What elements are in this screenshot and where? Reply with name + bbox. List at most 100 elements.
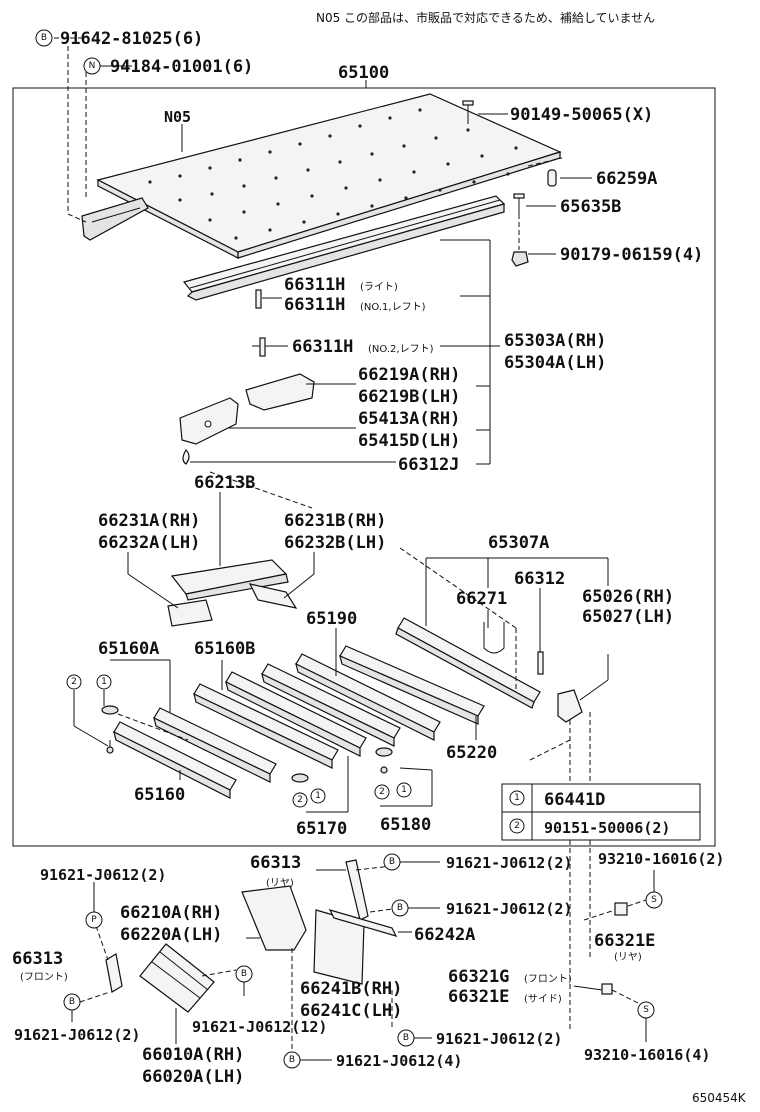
label-65160A: 65160A bbox=[98, 639, 159, 659]
sublabel-front-1: (フロント) bbox=[20, 972, 68, 983]
callout-symbols: B N 1 2 2 1 2 1 B B P B B B B S S bbox=[35, 29, 663, 1069]
label-66312J: 66312J bbox=[398, 455, 459, 475]
label-66241C: 66241C(LH) bbox=[300, 1001, 402, 1021]
leader-lines bbox=[54, 37, 655, 1061]
label-66219B: 66219B(LH) bbox=[358, 387, 460, 407]
label-66321E-side: 66321E bbox=[448, 987, 509, 1007]
splash-66010A bbox=[139, 943, 215, 1013]
side-rail bbox=[182, 195, 506, 301]
label-66220A: 66220A(LH) bbox=[120, 925, 222, 945]
gusset-66231B bbox=[248, 583, 298, 609]
svg-text:S: S bbox=[651, 895, 657, 905]
label-65413A: 65413A(RH) bbox=[358, 409, 460, 429]
svg-text:B: B bbox=[241, 969, 247, 979]
washer-65180 bbox=[375, 747, 393, 757]
label-66219A: 66219A(RH) bbox=[358, 365, 460, 385]
label-65026: 65026(RH) bbox=[582, 587, 674, 607]
label-66259A: 66259A bbox=[596, 169, 657, 189]
header-note: N05 この部品は、市販品で対応できるため、補給していません bbox=[316, 10, 655, 25]
legend-symbol-1: 1 bbox=[514, 793, 520, 803]
clip-66312J bbox=[182, 449, 190, 465]
plug-66321E bbox=[614, 902, 628, 916]
crossmember-65220 bbox=[339, 645, 485, 725]
main-assembly-number: 65100 bbox=[338, 63, 389, 83]
svg-text:B: B bbox=[403, 1033, 409, 1043]
label-66210A: 66210A(RH) bbox=[120, 903, 222, 923]
label-65180: 65180 bbox=[380, 815, 431, 835]
label-66020A: 66020A(LH) bbox=[142, 1067, 244, 1087]
svg-text:2: 2 bbox=[71, 677, 77, 687]
label-66232A: 66232A(LH) bbox=[98, 533, 200, 553]
sublabel-no2-left: (NO.2,レフト) bbox=[368, 344, 434, 355]
floor-panel bbox=[96, 93, 562, 259]
nut-90179 bbox=[511, 251, 529, 267]
sublabel-rear-1: (リヤ) bbox=[266, 878, 294, 889]
label-66232B: 66232B(LH) bbox=[284, 533, 386, 553]
legend-table: 1 2 66441D 90151-50006(2) bbox=[501, 783, 701, 841]
crossmember-65170 bbox=[225, 671, 367, 757]
label-65304A: 65304A(LH) bbox=[504, 353, 606, 373]
label-66313-rear: 66313 bbox=[250, 853, 301, 873]
label-65307A: 65307A bbox=[488, 533, 549, 553]
label-91621-left-upper: 91621-J0612(2) bbox=[40, 866, 166, 884]
label-93210-16016-4: 93210-16016(4) bbox=[584, 1046, 710, 1064]
label-65415D: 65415D(LH) bbox=[358, 431, 460, 451]
label-66010A: 66010A(RH) bbox=[142, 1045, 244, 1065]
front-rail-bracket bbox=[81, 197, 149, 241]
crossmember-65180 bbox=[295, 653, 441, 741]
svg-text:B: B bbox=[397, 903, 403, 913]
pin-66312 bbox=[537, 651, 544, 675]
rail-65307A bbox=[395, 617, 541, 709]
bolt-90151 bbox=[106, 746, 114, 754]
bracket-66219 bbox=[245, 373, 315, 411]
label-n05: N05 bbox=[164, 108, 191, 126]
label-90149-50065: 90149-50065(X) bbox=[510, 105, 653, 125]
svg-text:B: B bbox=[289, 1055, 295, 1065]
label-66313-front: 66313 bbox=[12, 949, 63, 969]
u-bolt-66271 bbox=[483, 622, 505, 654]
sublabel-side: (サイド) bbox=[524, 993, 562, 1005]
label-93210-16016-2: 93210-16016(2) bbox=[598, 850, 724, 868]
label-65190: 65190 bbox=[306, 609, 357, 629]
svg-text:1: 1 bbox=[315, 791, 321, 801]
label-91621-J0612-12: 91621-J0612(12) bbox=[192, 1018, 327, 1036]
label-65027: 65027(LH) bbox=[582, 607, 674, 627]
label-65160B: 65160B bbox=[194, 639, 255, 659]
legend-part-2: 90151-50006(2) bbox=[544, 819, 670, 837]
svg-text:P: P bbox=[91, 915, 97, 925]
svg-text:B: B bbox=[389, 857, 395, 867]
bolt-65635B bbox=[513, 193, 525, 214]
washer-66441D bbox=[101, 705, 119, 715]
label-66321G: 66321G bbox=[448, 967, 509, 987]
legend-part-1: 66441D bbox=[544, 790, 605, 810]
crossmember-65160B bbox=[193, 683, 339, 769]
svg-text:1: 1 bbox=[401, 785, 407, 795]
part-labels: 91642-81025(6) 94184-01001(6) N05 90149-… bbox=[12, 29, 724, 1087]
pin-66311H-no2 bbox=[252, 337, 274, 357]
crossmember-66213B bbox=[170, 559, 289, 601]
svg-text:2: 2 bbox=[297, 795, 303, 805]
label-66311H-right: 66311H bbox=[284, 275, 345, 295]
sublabel-right: (ライト) bbox=[360, 281, 398, 293]
assembly-frame bbox=[12, 87, 716, 847]
label-65635B: 65635B bbox=[560, 197, 621, 217]
label-65220: 65220 bbox=[446, 743, 497, 763]
label-66271: 66271 bbox=[456, 589, 507, 609]
sublabel-front-2: (フロント) bbox=[524, 974, 572, 985]
label-65160: 65160 bbox=[134, 785, 185, 805]
label-91621-lower-right: 91621-J0612(2) bbox=[436, 1030, 562, 1048]
mudguard-66210A bbox=[241, 885, 307, 951]
diagram-code: 650454K bbox=[692, 1091, 747, 1105]
bracket-65026 bbox=[557, 689, 583, 723]
label-66242A: 66242A bbox=[414, 925, 475, 945]
label-91621-upper-2: 91621-J0612(2) bbox=[446, 900, 572, 918]
label-91642-81025: 91642-81025(6) bbox=[60, 29, 203, 49]
svg-text:B: B bbox=[69, 997, 75, 1007]
label-91621-J0612-4: 91621-J0612(4) bbox=[336, 1052, 462, 1070]
sublabel-no1-left: (NO.1,レフト) bbox=[360, 302, 426, 313]
crossmember-65160 bbox=[113, 721, 237, 799]
washer-65170 bbox=[291, 773, 309, 783]
sub-labels: (ライト) (NO.1,レフト) (NO.2,レフト) (リヤ) (リヤ) (フ… bbox=[20, 281, 642, 1005]
crossmember-65160A bbox=[153, 707, 277, 783]
